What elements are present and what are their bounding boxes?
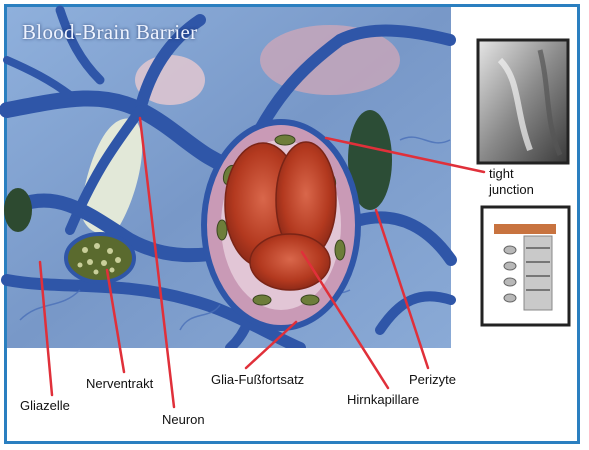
tight-junction-model bbox=[482, 207, 569, 325]
label-glia-fussfortsatz: Glia-Fußfortsatz bbox=[211, 372, 304, 387]
figure-title: Blood-Brain Barrier bbox=[22, 20, 197, 45]
tissue-painting bbox=[4, 7, 451, 348]
label-perizyte: Perizyte bbox=[409, 372, 456, 387]
label-gliazelle: Gliazelle bbox=[20, 398, 70, 413]
capillary-graphic bbox=[201, 119, 361, 331]
label-junction: junction bbox=[489, 182, 534, 197]
nerve-tract-graphic bbox=[66, 234, 134, 282]
label-tight: tight bbox=[489, 166, 514, 181]
label-nerventrakt: Nerventrakt bbox=[86, 376, 153, 391]
label-hirnkapillare: Hirnkapillare bbox=[347, 392, 419, 407]
label-neuron: Neuron bbox=[162, 412, 205, 427]
tight-junction-micrograph bbox=[478, 40, 568, 163]
